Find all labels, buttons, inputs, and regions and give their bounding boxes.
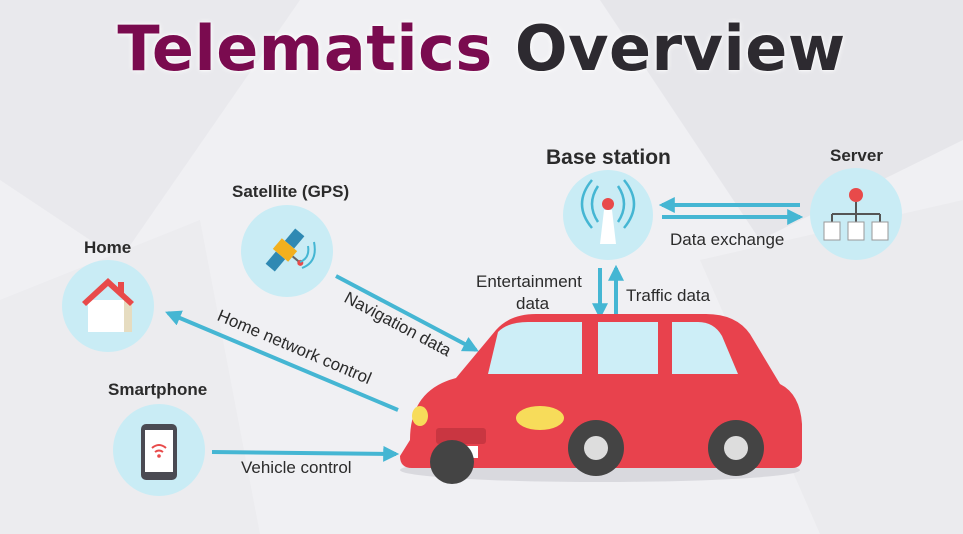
server-network-icon [823, 188, 889, 241]
title-word-overview: Overview [514, 12, 846, 85]
base-station-label: Base station [546, 146, 671, 169]
title-word-telematics: Telematics [117, 12, 493, 85]
satellite-label: Satellite (GPS) [232, 182, 350, 201]
server-label: Server [830, 146, 883, 165]
arrow-vehicle-control [211, 445, 400, 462]
arrow-navigation [335, 274, 479, 352]
vehicle-control-label: Vehicle control [241, 458, 352, 477]
data-exchange-label: Data exchange [670, 230, 785, 249]
smartphone-wifi-icon [141, 424, 177, 480]
entertainment-data-label-line2: data [516, 294, 550, 313]
car-icon [400, 314, 802, 484]
smartphone-label: Smartphone [108, 380, 208, 399]
traffic-data-label: Traffic data [626, 286, 711, 305]
satellite-icon [265, 228, 305, 272]
entertainment-data-label-line1: Entertainment [476, 272, 582, 291]
home-label: Home [84, 238, 132, 257]
signal-waves [299, 241, 316, 269]
page-title: Telematics Overview [0, 18, 963, 80]
connection-arrows [165, 197, 804, 462]
signal-tower-icon [580, 179, 636, 244]
arrow-home-control [165, 310, 399, 412]
house-icon [82, 278, 134, 332]
